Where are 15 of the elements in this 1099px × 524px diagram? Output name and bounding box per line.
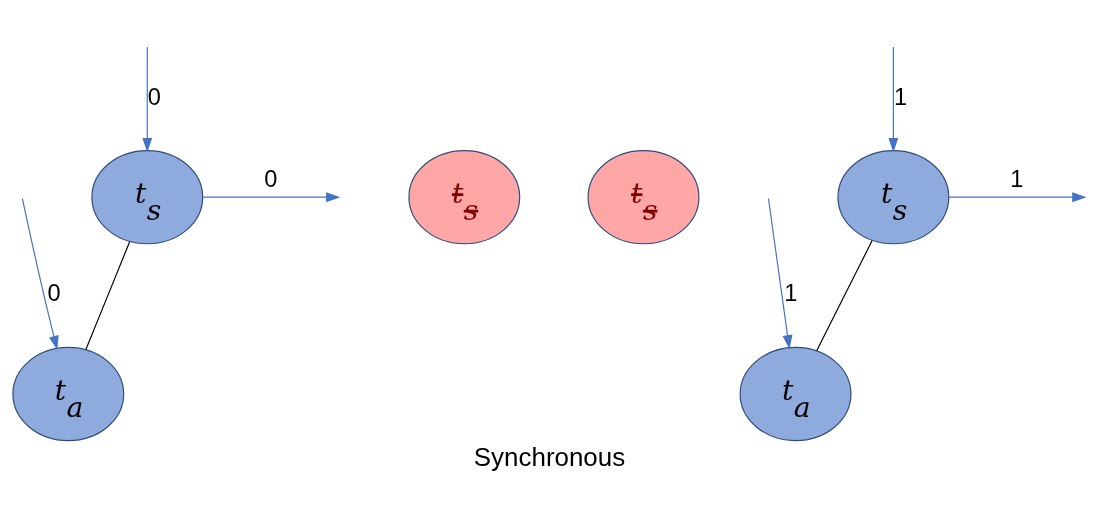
- edge-label: 1: [893, 83, 907, 110]
- arrow: [142, 46, 153, 153]
- arrow: [767, 197, 793, 350]
- edge-label: 0: [47, 280, 61, 307]
- arrow: [202, 192, 341, 203]
- edge-label: 0: [147, 83, 161, 110]
- arrow: [948, 192, 1087, 203]
- arrow: [888, 46, 899, 153]
- edge-label: 0: [264, 165, 278, 192]
- caption: Synchronous: [473, 443, 626, 472]
- connector: [85, 240, 131, 351]
- edge-label: 1: [1010, 165, 1024, 192]
- edge-label: 1: [784, 280, 798, 307]
- arrow: [21, 197, 59, 350]
- connector: [816, 239, 873, 352]
